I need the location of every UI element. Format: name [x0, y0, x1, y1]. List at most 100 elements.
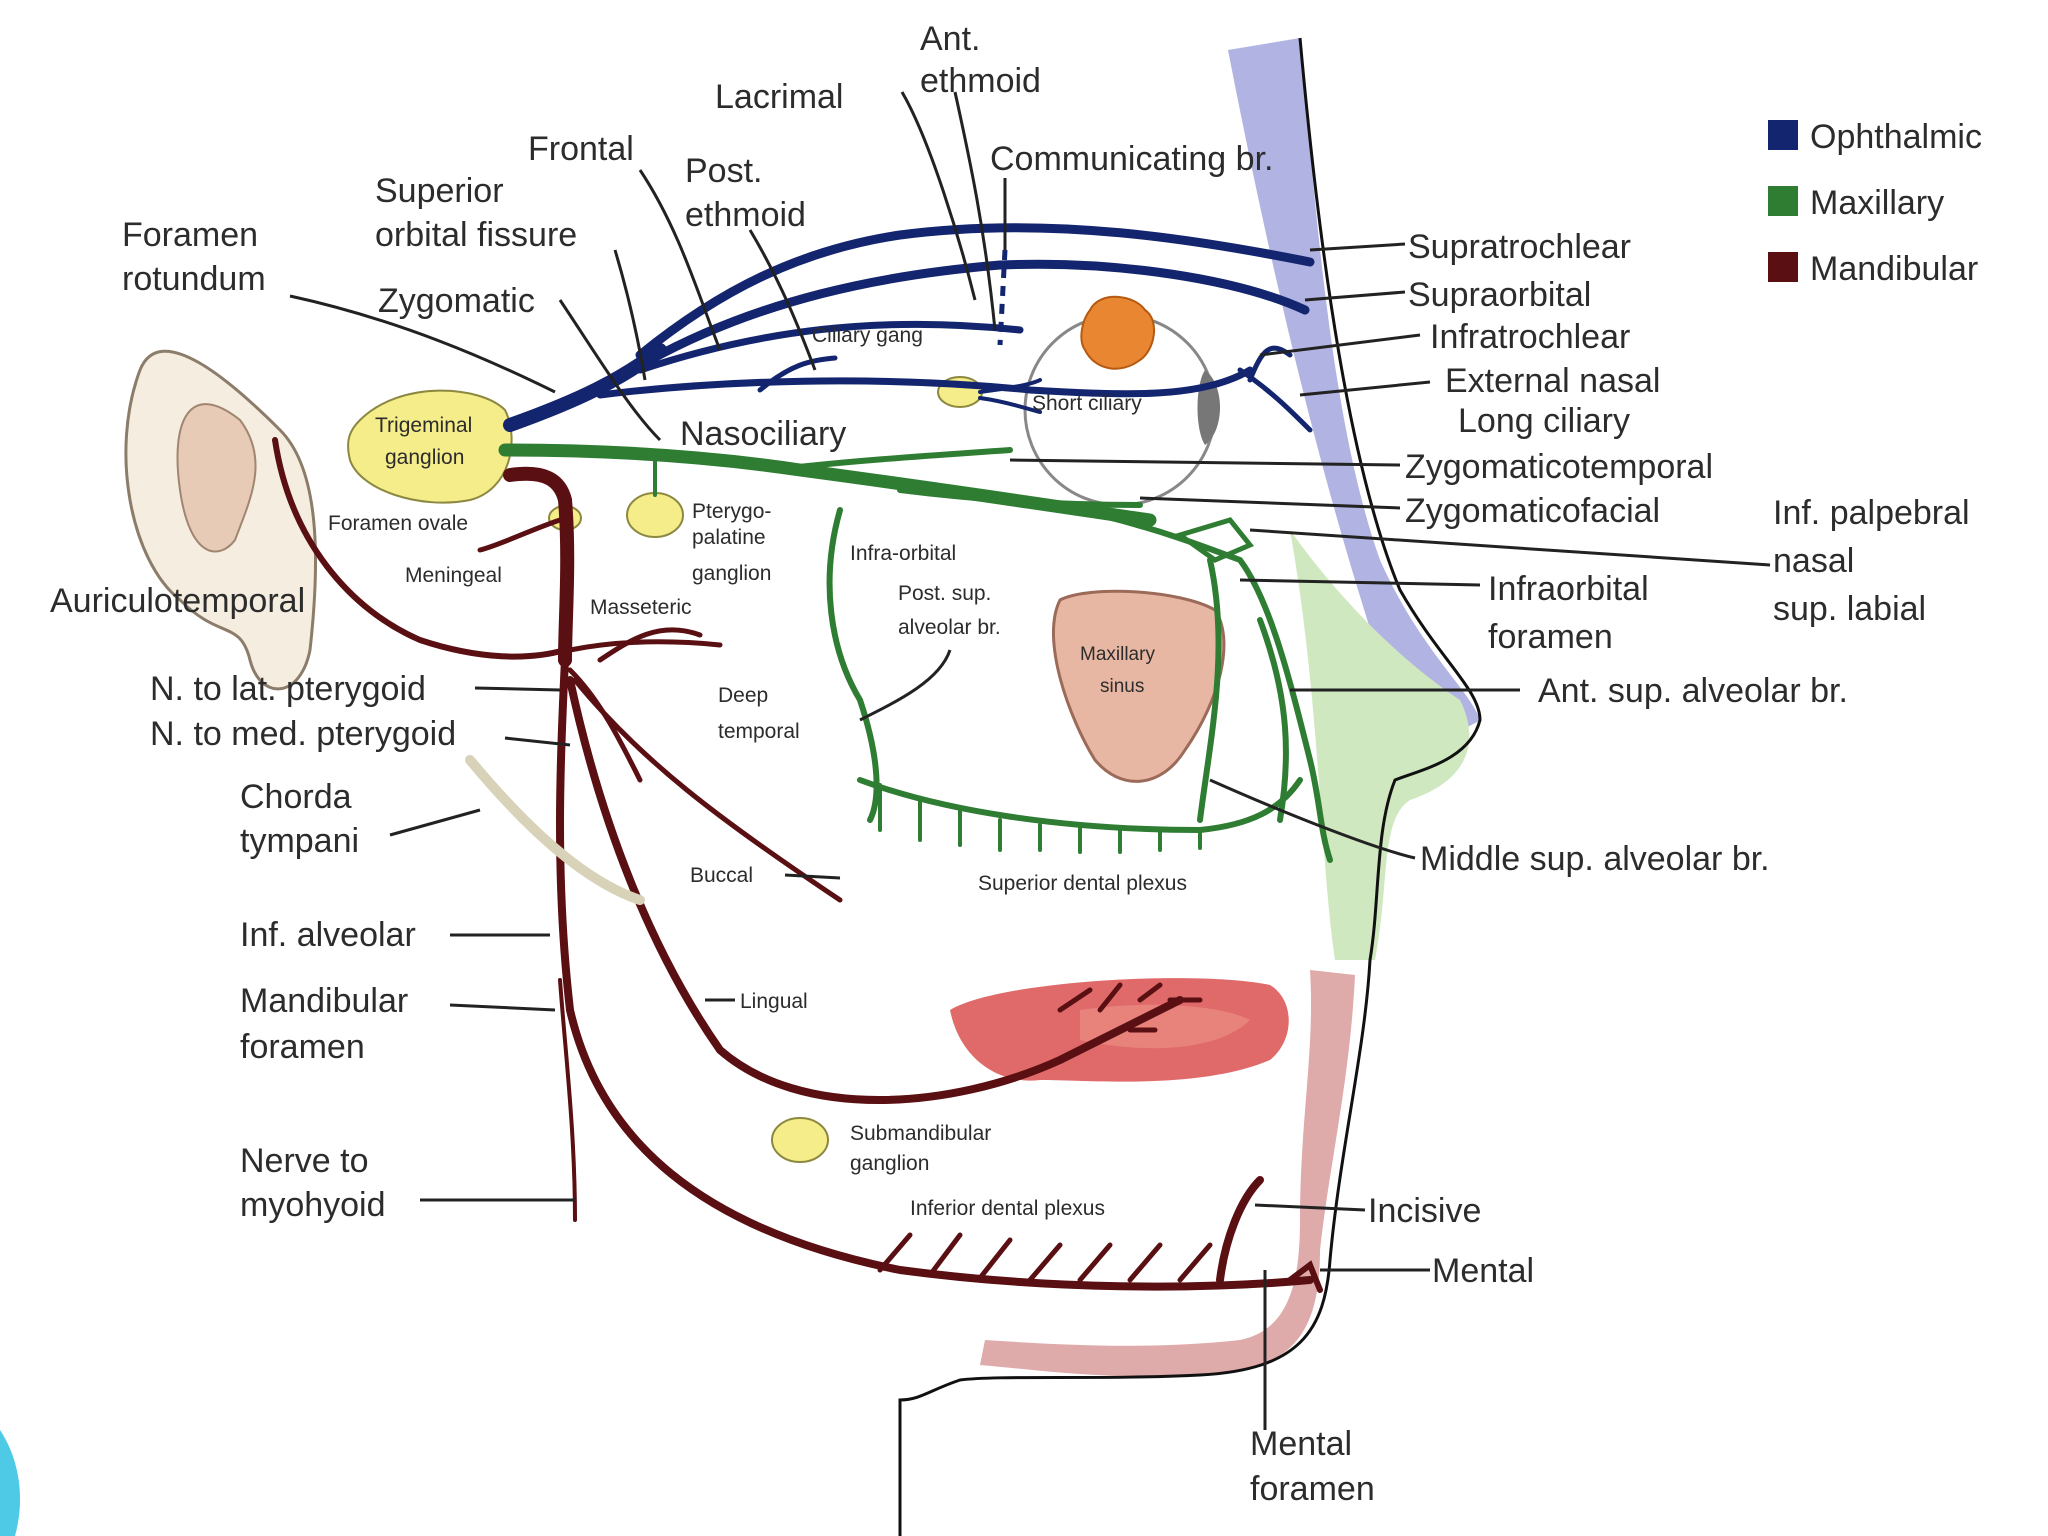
label-inf-alveolar: Inf. alveolar — [240, 916, 416, 954]
label-communicating: Communicating br. — [990, 140, 1273, 178]
leader-zygomaticotemporal — [1009, 458, 1401, 467]
incisive-branch — [1216, 1176, 1264, 1284]
leader-superior-orbital — [613, 249, 647, 381]
maxillary-trunk — [498, 443, 1157, 527]
label-superior-orbital-2: orbital fissure — [375, 216, 577, 254]
nasal-band — [1228, 38, 1480, 734]
legend-swatch-mandibular — [1768, 252, 1798, 282]
lip-chin-band — [980, 970, 1355, 1377]
label-masseteric: Masseteric — [590, 596, 692, 619]
label-short-ciliary: Short ciliary — [1032, 392, 1142, 415]
label-deep-temporal-1: Deep — [718, 684, 768, 707]
leader-lines — [289, 91, 1771, 1430]
label-zygomaticofacial: Zygomaticofacial — [1405, 492, 1660, 530]
face-profile — [898, 37, 1482, 1536]
legend-swatch-maxillary — [1768, 186, 1798, 216]
leader-frontal — [638, 169, 722, 351]
auriculotemporal-nerve — [272, 437, 568, 660]
infraorbital-nerve — [1097, 512, 1333, 863]
label-post-ethmoid-2: ethmoid — [685, 196, 806, 234]
label-trigeminal-1: Trigeminal — [375, 414, 472, 437]
frontal-supratrochlear — [635, 223, 1315, 360]
deep-temporal-branch — [597, 627, 703, 663]
label-mental-foramen-2: foramen — [1250, 1470, 1375, 1508]
leader-chorda-tympani — [389, 808, 481, 837]
leader-med-pterygoid — [504, 736, 571, 747]
legend-label-mandibular: Mandibular — [1810, 250, 1978, 288]
label-long-ciliary: Long ciliary — [1458, 402, 1630, 440]
label-post-sup-alveolar-2: alveolar br. — [898, 616, 1001, 639]
leader-middle-sup-alveolar — [1209, 778, 1416, 860]
label-pterygopalatine-1: Pterygo- — [692, 500, 771, 523]
maxillary-sinus — [1051, 589, 1226, 783]
label-post-sup-alveolar-1: Post. sup. — [898, 582, 991, 605]
label-meningeal: Meningeal — [405, 564, 502, 587]
ear-inner — [176, 403, 257, 553]
buccal-nerve — [572, 677, 843, 903]
mandibular-branches — [272, 437, 1323, 1293]
label-lingual: Lingual — [740, 990, 808, 1013]
leader-mandibular-foramen — [449, 1003, 556, 1012]
inferior-dental-plexus — [877, 1232, 1213, 1283]
trigeminal-ganglion — [347, 389, 513, 504]
label-inf-palpebral-2: nasal — [1773, 542, 1854, 580]
masseteric-branch — [567, 639, 723, 653]
label-zygomatic: Zygomatic — [378, 282, 535, 320]
ophthalmic-branches — [503, 223, 1315, 433]
leader-supratrochlear — [1309, 242, 1406, 252]
label-mental: Mental — [1432, 1252, 1534, 1290]
mandibular-trunk — [503, 466, 575, 667]
leader-lacrimal — [900, 91, 977, 301]
label-submandibular-2: ganglion — [850, 1152, 929, 1175]
zygomatic-branch — [787, 447, 1013, 471]
label-mandibular-foramen-1: Mandibular — [240, 982, 408, 1020]
label-supraorbital: Supraorbital — [1408, 276, 1591, 314]
label-infraorbital-foramen-2: foramen — [1488, 618, 1613, 656]
label-ant-ethmoid-1: Ant. — [920, 20, 980, 58]
infratrochlear-nerve — [1237, 367, 1313, 433]
leader-foramen-rotundum — [289, 294, 556, 394]
label-superior-orbital-1: Superior — [375, 172, 504, 210]
label-infratrochlear: Infratrochlear — [1430, 318, 1630, 356]
label-mandibular-foramen-2: foramen — [240, 1028, 365, 1066]
label-ciliary-gang: Ciliary gang — [812, 324, 923, 347]
label-trigeminal-2: ganglion — [385, 446, 464, 469]
leader-lat-pterygoid — [474, 686, 561, 692]
leader-post-sup-alveolar — [859, 649, 952, 722]
leader-ant-ethmoid — [953, 91, 997, 331]
label-post-ethmoid-1: Post. — [685, 152, 762, 190]
leader-zygomatic — [558, 299, 662, 442]
lingual-nerve — [566, 676, 1184, 1104]
label-infra-orbital: Infra-orbital — [850, 542, 956, 565]
anatomy-background — [124, 37, 1482, 1536]
label-nerve-myohyoid-1: Nerve to — [240, 1142, 369, 1180]
leader-buccal — [784, 873, 841, 880]
label-superior-dental-plexus: Superior dental plexus — [978, 872, 1187, 895]
palpebral-branch — [1174, 517, 1255, 563]
label-foramen-ovale: Foramen ovale — [328, 512, 468, 535]
communicating-branch — [997, 249, 1008, 346]
tongue-highlight — [1080, 1004, 1250, 1049]
leader-infraorbital-foramen — [1239, 578, 1481, 587]
label-deep-temporal-2: temporal — [718, 720, 800, 743]
label-inf-palpebral-1: Inf. palpebral — [1773, 494, 1970, 532]
label-maxillary-sinus-1: Maxillary — [1080, 644, 1155, 665]
leader-incisive — [1254, 1203, 1366, 1212]
face-green-area — [1290, 530, 1470, 960]
label-supratrochlear: Supratrochlear — [1408, 228, 1631, 266]
label-inf-palpebral-3: sup. labial — [1773, 590, 1926, 628]
mental-branch — [1287, 1260, 1323, 1293]
lacrimal-gland — [1080, 295, 1156, 370]
maxillary-branches — [498, 443, 1333, 863]
post-ethmoid-branch — [757, 355, 838, 393]
label-external-nasal: External nasal — [1445, 362, 1660, 400]
label-n-med-pterygoid: N. to med. pterygoid — [150, 715, 456, 753]
leader-supraorbital — [1304, 290, 1406, 302]
label-inferior-dental-plexus: Inferior dental plexus — [910, 1197, 1105, 1220]
label-incisive: Incisive — [1368, 1192, 1481, 1230]
lacrimal-nerve — [636, 320, 1024, 374]
submandibular-ganglion — [771, 1117, 829, 1163]
post-sup-alveolar — [826, 507, 880, 823]
